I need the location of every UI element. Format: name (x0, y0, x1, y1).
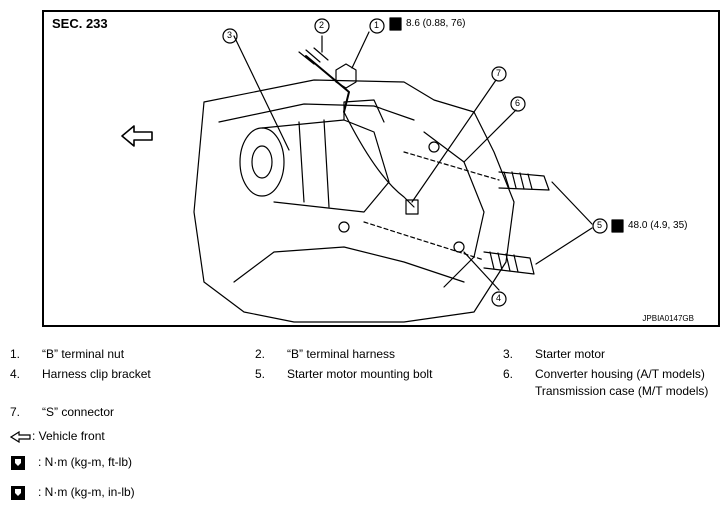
callout-circle-4 (491, 291, 507, 307)
starter-body-line (298, 119, 330, 208)
callout-2: 2 (319, 20, 325, 30)
b-terminal-harness (305, 55, 350, 113)
housing-bolt-hole (428, 141, 440, 153)
callout-circle-1 (369, 18, 385, 34)
leader-1 (351, 31, 370, 69)
leader-4 (463, 251, 500, 291)
vehicle-front-arrow-icon (9, 430, 31, 443)
callout-circle-6 (510, 96, 526, 112)
torque-ftlb-legend: : N·m (kg-m, ft-lb) (10, 455, 132, 471)
callout-7: 7 (496, 68, 502, 78)
vehicle-front-arrow-icon (121, 125, 153, 147)
bolt-center-line (363, 151, 500, 261)
section-label: SEC. 233 (52, 16, 108, 31)
callout-3: 3 (227, 30, 233, 40)
callout-1: 1 (374, 20, 380, 30)
bolt-thread (489, 251, 519, 273)
s-harness-wire (343, 111, 415, 208)
converter-housing-edge (423, 131, 485, 288)
starter-end-cap (239, 127, 285, 197)
housing-outline (193, 79, 515, 323)
housing-rib (218, 103, 415, 123)
callout-circle-2 (314, 18, 330, 34)
housing-bolt-hole (453, 241, 465, 253)
harness-coil (298, 47, 329, 65)
callout-circle-7 (491, 66, 507, 82)
torque-wrench-icon (11, 456, 25, 470)
torque-wrench-icon (11, 486, 25, 500)
torque-inlb-legend: : N·m (kg-m, in-lb) (10, 485, 135, 501)
callout-5: 5 (597, 220, 603, 230)
lower-mounting-bolt (483, 251, 535, 275)
starter-end-hub (251, 145, 273, 179)
torque-value-1: 8.6 (0.88, 76) (406, 18, 466, 29)
starter-motor-drawing (121, 17, 624, 323)
solenoid (343, 99, 385, 123)
torque-wrench-icon (389, 17, 402, 31)
leader-6 (463, 109, 517, 163)
vehicle-front-legend: : Vehicle front (9, 429, 105, 443)
callout-6: 6 (515, 98, 521, 108)
bolt-thread (503, 171, 533, 190)
callout-4: 4 (496, 293, 502, 303)
torque-value-5: 48.0 (4.9, 35) (628, 220, 688, 231)
starter-body (261, 119, 390, 213)
diagram-frame: SEC. 233 (42, 10, 720, 327)
leader-7 (411, 79, 497, 203)
callout-circle-5 (592, 218, 608, 234)
housing-bolt-hole (338, 221, 350, 233)
s-connector (405, 199, 419, 215)
b-terminal-nut (335, 63, 357, 89)
housing-rib-lower (233, 246, 465, 283)
leader-3 (233, 35, 290, 151)
figure-code: JPBIA0147GB (642, 314, 694, 323)
callout-circle-3 (222, 28, 238, 44)
leader-5 (535, 181, 593, 265)
torque-wrench-icon (611, 219, 624, 233)
